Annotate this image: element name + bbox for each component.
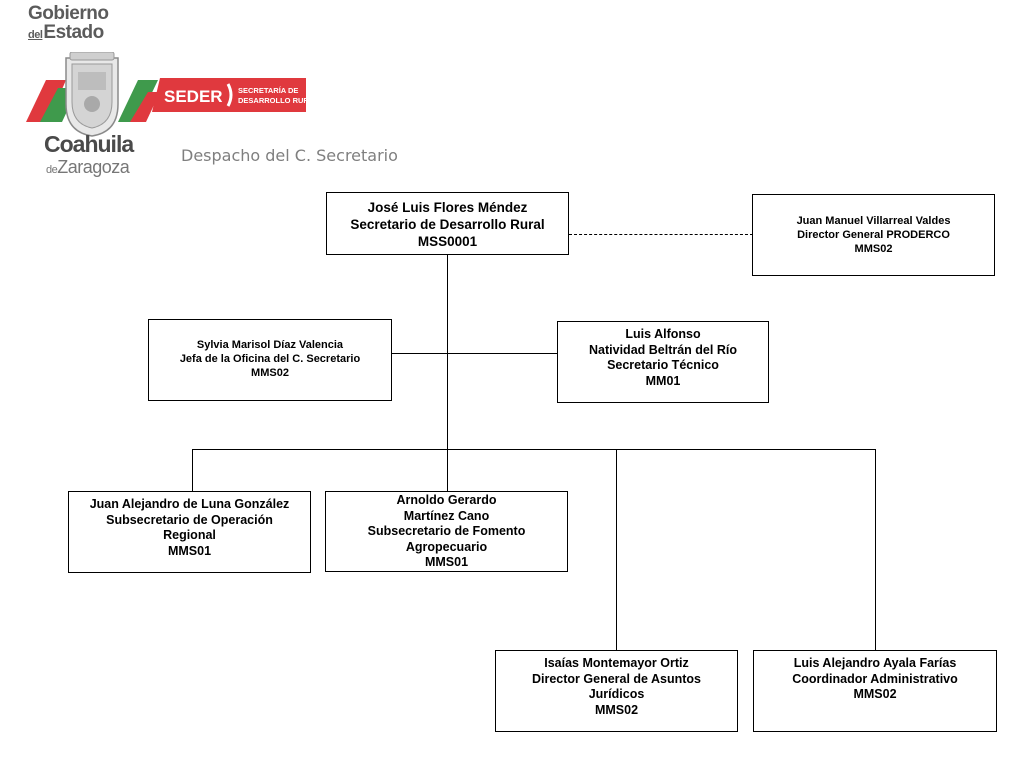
org-box-proderco: Juan Manuel Villarreal Valdes Director G… <box>752 194 995 276</box>
box-line: Natividad Beltrán del Río <box>589 342 737 357</box>
connector-main-vertical <box>447 254 448 450</box>
box-line: MMS02 <box>594 702 639 717</box>
gobierno-logo-text: Gobierno delEstado <box>28 4 138 42</box>
org-box-secretario-tecnico: Luis Alfonso Natividad Beltrán del Río S… <box>557 321 769 403</box>
box-line: MMS01 <box>424 555 469 569</box>
estado-text: Estado <box>43 22 104 43</box>
box-line: Luis Alfonso <box>625 327 701 341</box>
box-line: Luis Alejandro Ayala Farías <box>793 656 957 670</box>
gobierno-text: Gobierno <box>28 3 109 24</box>
box-line: Martínez Cano <box>403 508 490 523</box>
zaragoza-text: deZaragoza <box>46 157 130 177</box>
box-line: MSS0001 <box>417 234 478 249</box>
box-line: MMS02 <box>854 243 893 255</box>
box-line: Jefa de la Oficina del C. Secretario <box>179 353 361 365</box>
state-emblem-icon <box>26 52 160 137</box>
box-line: Agropecuario <box>405 539 488 554</box>
box-line: Juan Alejandro de Luna González <box>89 497 290 511</box>
box-line: MMS02 <box>251 367 289 379</box>
box-line: Sylvia Marisol Díaz Valencia <box>196 339 344 351</box>
connector-drop-fomento <box>447 449 448 491</box>
box-line: Secretario de Desarrollo Rural <box>350 217 545 232</box>
connector-dashed-proderco <box>569 234 753 235</box>
box-line: Director General PRODERCO <box>797 229 950 241</box>
box-line: Director General de Asuntos <box>531 671 702 686</box>
seder-sub2: DESARROLLO RURAL <box>238 96 306 105</box>
coahuila-text: Coahuila <box>44 131 134 157</box>
org-box-jefa-oficina: Sylvia Marisol Díaz Valencia Jefa de la … <box>148 319 392 401</box>
connector-drop-juridicos <box>616 449 617 650</box>
org-box-secretario: José Luis Flores Méndez Secretario de De… <box>326 192 569 255</box>
box-line: MMS02 <box>853 687 897 701</box>
zaragoza-word: Zaragoza <box>57 157 130 177</box>
box-line: Subsecretario de Operación <box>106 512 273 527</box>
box-line: MMS01 <box>167 543 212 558</box>
box-line: Coordinador Administrativo <box>792 671 958 686</box>
box-line: Regional <box>163 528 216 542</box>
box-line: MM01 <box>645 373 681 388</box>
box-line: Jurídicos <box>588 687 645 701</box>
org-box-sub-operacion: Juan Alejandro de Luna González Subsecre… <box>68 491 311 573</box>
box-line: Juan Manuel Villarreal Valdes <box>796 215 951 227</box>
box-line: Subsecretario de Fomento <box>367 524 526 538</box>
box-line: José Luis Flores Méndez <box>367 200 528 215</box>
seder-logo-icon: SEDER SECRETARÍA DE DESARROLLO RURAL <box>152 78 306 112</box>
box-line: Secretario Técnico <box>607 358 719 372</box>
seder-sub1: SECRETARÍA DE <box>238 86 298 95</box>
de-text: de <box>46 164 58 176</box>
page-title: Despacho del C. Secretario <box>181 146 398 165</box>
connector-drop-admin <box>875 449 876 650</box>
box-line: Isaías Montemayor Ortiz <box>544 656 689 670</box>
connector-drop-operacion <box>192 449 193 491</box>
org-box-asuntos-juridicos: Isaías Montemayor Ortiz Director General… <box>495 650 738 732</box>
seder-logo-text: SEDER <box>164 87 223 106</box>
org-box-sub-fomento: Arnoldo Gerardo Martínez Cano Subsecreta… <box>325 491 568 572</box>
box-line: Arnoldo Gerardo <box>396 493 497 507</box>
del-estado-text: delEstado <box>28 23 138 42</box>
connector-staff-horizontal <box>391 353 558 354</box>
org-box-coord-admin: Luis Alejandro Ayala Farías Coordinador … <box>753 650 997 732</box>
connector-bottom-horizontal <box>192 449 876 450</box>
del-text: del <box>28 29 43 41</box>
